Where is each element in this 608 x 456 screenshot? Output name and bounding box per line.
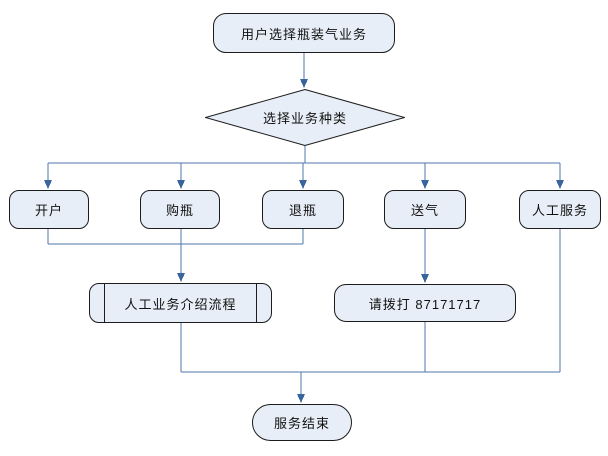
node-buy-bottle: 购瓶: [140, 190, 220, 229]
arrow-down-icon: [299, 180, 307, 189]
node-return-bottle: 退瓶: [262, 190, 344, 229]
edge-start-to-decision: [300, 53, 308, 88]
arrow-down-icon: [44, 180, 52, 189]
node-manual-intro-label: 人工业务介绍流程: [124, 296, 237, 312]
edge-decision-branches: [44, 146, 564, 189]
predefined-process-bar-right: [256, 284, 257, 322]
node-start: 用户选择瓶装气业务: [213, 13, 395, 53]
node-open-account-label: 开户: [34, 203, 63, 218]
edge-merge-to-end: [180, 229, 561, 403]
arrow-down-icon: [421, 274, 429, 283]
node-manual-service-label: 人工服务: [531, 203, 588, 218]
edge-deliver-gas-to-call-number: [421, 229, 429, 283]
node-end: 服务结束: [252, 404, 352, 441]
node-call-number: 请拨打 87171717: [334, 284, 516, 322]
arrow-down-icon: [177, 273, 185, 282]
node-manual-intro: 人工业务介绍流程: [89, 283, 272, 323]
edge-merge-to-manual-intro: [47, 229, 304, 282]
node-decision: 选择业务种类: [205, 89, 405, 146]
predefined-process-bar-left: [104, 284, 105, 322]
arrow-down-icon: [297, 394, 305, 403]
node-buy-bottle-label: 购瓶: [165, 203, 194, 218]
node-call-number-label: 请拨打 87171717: [368, 296, 482, 312]
arrow-down-icon: [300, 79, 308, 88]
diamond-shape: [205, 89, 405, 146]
node-return-bottle-label: 退瓶: [288, 203, 317, 218]
node-deliver-gas-label: 送气: [410, 203, 439, 218]
node-end-label: 服务结束: [273, 416, 330, 431]
arrow-down-icon: [556, 180, 564, 189]
arrow-down-icon: [177, 180, 185, 189]
node-manual-service: 人工服务: [519, 190, 601, 229]
node-open-account: 开户: [9, 190, 89, 229]
node-deliver-gas: 送气: [384, 190, 466, 229]
node-start-label: 用户选择瓶装气业务: [240, 26, 367, 42]
arrow-down-icon: [421, 180, 429, 189]
node-decision-label: 选择业务种类: [262, 111, 347, 126]
